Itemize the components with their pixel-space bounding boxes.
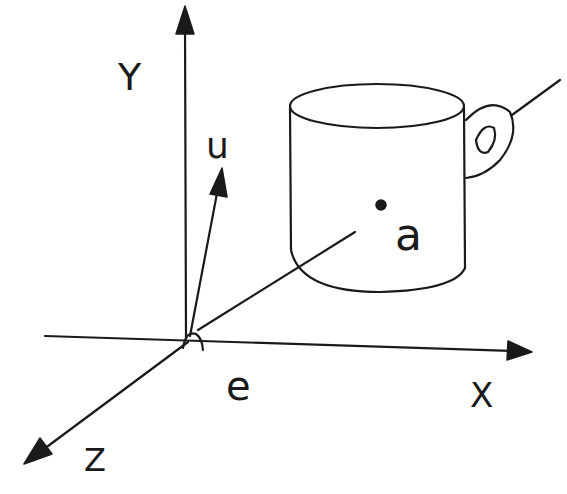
axis-label: X bbox=[470, 378, 493, 412]
arrowhead bbox=[176, 6, 194, 34]
x-axis bbox=[45, 336, 515, 351]
sight-line bbox=[198, 232, 355, 330]
eye-mark bbox=[183, 333, 203, 350]
z-axis bbox=[40, 342, 188, 452]
arrowhead bbox=[210, 168, 227, 197]
point-dot bbox=[376, 200, 386, 210]
axis-label: e bbox=[226, 366, 251, 406]
arrowhead bbox=[507, 341, 532, 360]
axis-label: Z bbox=[84, 444, 106, 476]
axis-label: Y bbox=[118, 58, 141, 96]
axis-label: a bbox=[395, 213, 422, 257]
arrowhead bbox=[24, 438, 52, 464]
u-vector bbox=[190, 188, 218, 336]
mug bbox=[290, 80, 560, 292]
axis-label: u bbox=[206, 128, 229, 164]
y-axis bbox=[185, 22, 186, 338]
